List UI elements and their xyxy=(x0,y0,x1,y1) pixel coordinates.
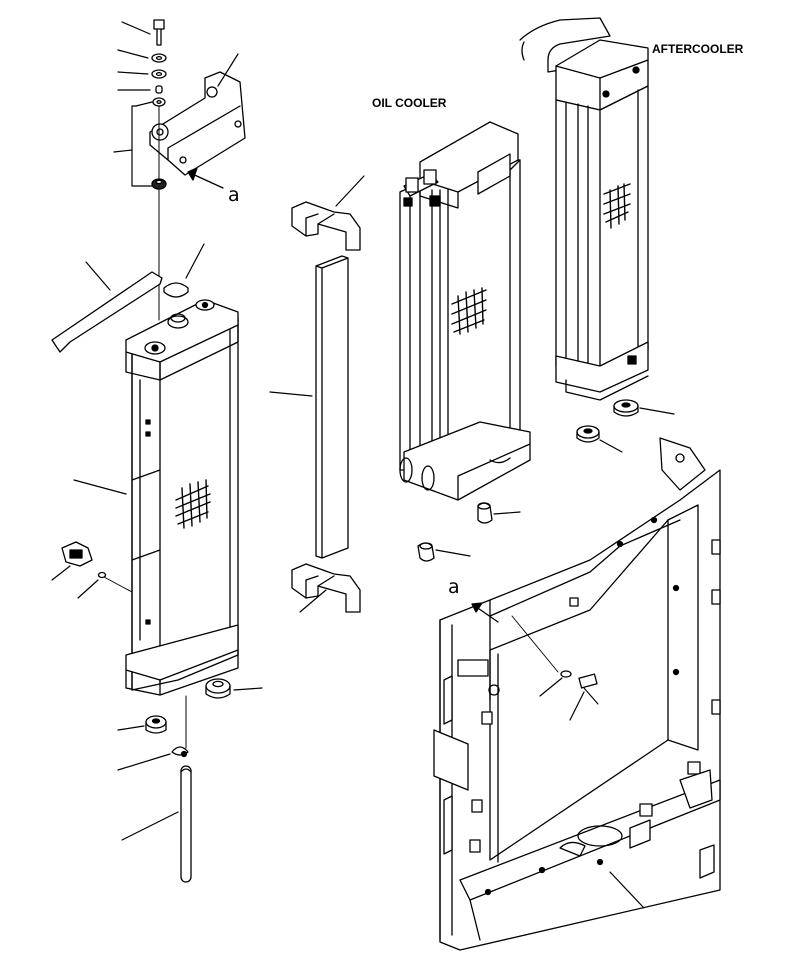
top-mounting-bracket xyxy=(149,71,246,176)
radiator-assembly xyxy=(125,299,239,696)
arrow-a-top xyxy=(187,167,224,189)
arrow-a-frame xyxy=(471,602,499,623)
radiator-mesh-symbol xyxy=(175,479,211,529)
aftercooler-grommets xyxy=(576,399,639,443)
reference-mark-a-frame: a xyxy=(448,576,460,598)
aftercooler-label: AFTERCOOLER xyxy=(652,42,744,56)
bottom-hardware xyxy=(145,678,231,883)
leader-lines xyxy=(51,21,675,909)
bolt-stack-top xyxy=(151,19,167,321)
oil-cooler-grommets xyxy=(417,502,493,562)
center-pads xyxy=(291,201,361,613)
frame-bolt xyxy=(511,615,599,705)
drain-valve xyxy=(61,541,133,593)
support-frame xyxy=(433,437,721,951)
oil-cooler xyxy=(399,121,531,501)
oil-cooler-label: OIL COOLER xyxy=(372,96,447,110)
reference-mark-a-top: a xyxy=(228,184,240,206)
seal-strip xyxy=(51,271,163,353)
radiator-cap-part xyxy=(163,282,189,298)
aftercooler xyxy=(519,17,649,401)
